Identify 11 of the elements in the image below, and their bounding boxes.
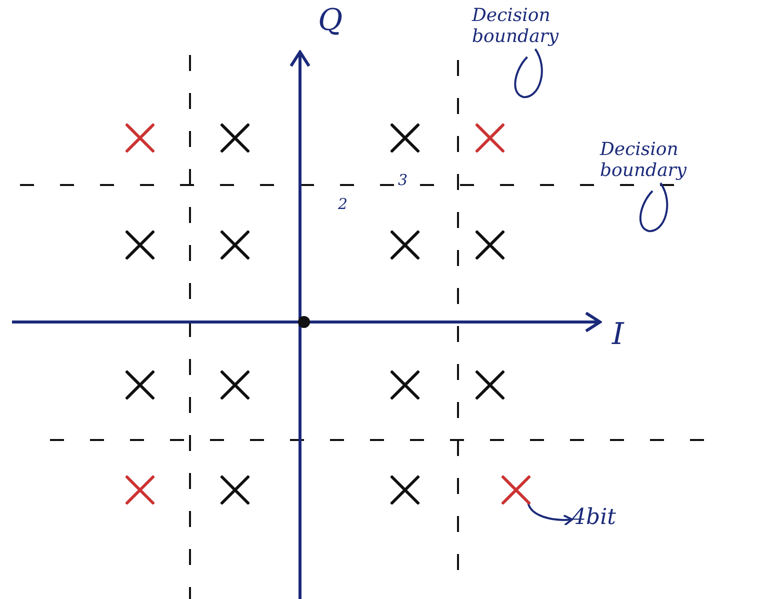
axis-label: Q — [318, 4, 343, 38]
leader-line — [527, 502, 573, 526]
annotation-text: 4bit — [572, 505, 632, 530]
tick-label: 2 — [338, 196, 348, 214]
annotation-text: Decision boundary — [600, 140, 710, 182]
leader-line — [514, 48, 543, 98]
tick-label: 3 — [398, 172, 408, 190]
leader-line — [639, 182, 668, 232]
constellation-point — [500, 474, 532, 506]
axis-label: I — [612, 318, 624, 352]
annotation-text: Decision boundary — [472, 6, 587, 48]
